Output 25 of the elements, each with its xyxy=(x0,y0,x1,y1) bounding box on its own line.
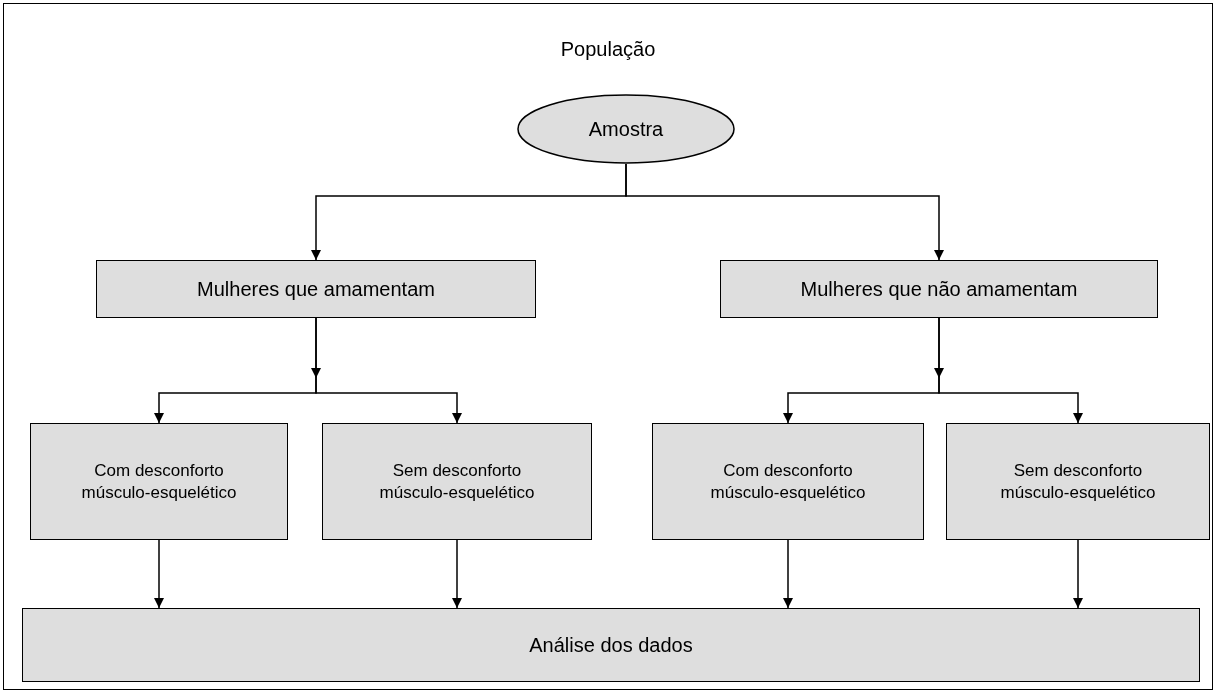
process-box xyxy=(652,423,924,540)
frame-heading: População xyxy=(560,37,656,62)
node-label: Com desconforto músculo-esquelético xyxy=(80,460,238,503)
arrow xyxy=(315,317,462,424)
process-box xyxy=(96,260,536,318)
sample-ellipse xyxy=(517,94,735,164)
arrow xyxy=(625,163,944,261)
process-box xyxy=(322,423,592,540)
node-label: Análise dos dados xyxy=(528,632,694,658)
arrow xyxy=(783,539,793,609)
arrow xyxy=(452,539,462,609)
node-label: Sem desconforto músculo-esquelético xyxy=(378,460,536,503)
process-box xyxy=(30,423,288,540)
process-box xyxy=(720,260,1158,318)
node-label: Mulheres que não amamentam xyxy=(799,276,1079,302)
node-label: Amostra xyxy=(587,116,665,142)
arrow xyxy=(154,539,164,609)
node-label: Mulheres que amamentam xyxy=(196,276,436,302)
arrow xyxy=(938,317,1083,424)
node-label: Com desconforto músculo-esquelético xyxy=(709,460,867,503)
arrow xyxy=(1073,539,1083,609)
node-label: Sem desconforto músculo-esquelético xyxy=(999,460,1157,503)
process-box xyxy=(22,608,1200,682)
population-frame xyxy=(3,3,1213,690)
process-box xyxy=(946,423,1210,540)
